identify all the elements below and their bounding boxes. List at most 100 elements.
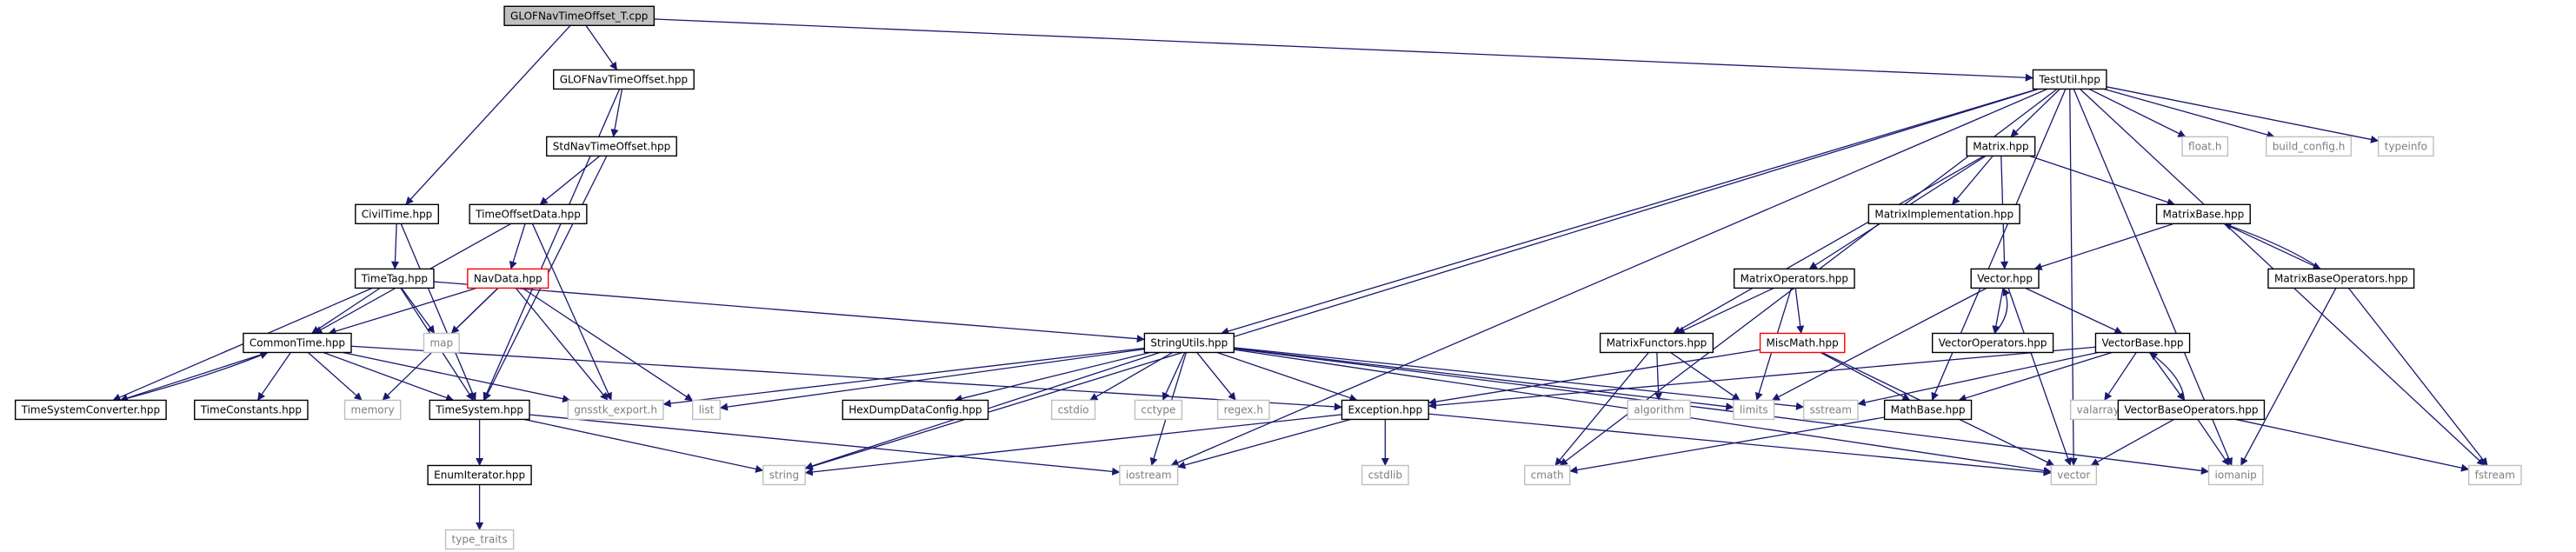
graph-node-tsconv[interactable]: TimeSystemConverter.hpp (14, 399, 167, 421)
edge-mathbase-to-cmath (1569, 416, 1885, 475)
node-box (1966, 136, 2036, 157)
graph-node-cstdlib: cstdlib (1361, 464, 1409, 486)
node-label: CommonTime.hpp (250, 336, 345, 349)
node-label: GLOFNavTimeOffset.hpp (560, 73, 688, 85)
node-box (444, 529, 515, 550)
node-label: type_traits (452, 534, 508, 546)
edge-matrix-to-matriximpl (1951, 155, 1994, 205)
node-label: StringUtils.hpp (1150, 336, 1228, 349)
edge-timetag-to-commontime (311, 287, 381, 335)
edge-timeoffsetdata-to-navdata (509, 223, 526, 269)
edge-matrixbase-to-vectorhpp (2034, 223, 2174, 271)
node-box (194, 399, 309, 421)
edge-stringutils-to-iomanip (1234, 348, 2209, 475)
graph-node-glofnto[interactable]: GLOFNavTimeOffset.hpp (553, 69, 695, 90)
node-label: cctype (1141, 403, 1175, 416)
graph-node-exception[interactable]: Exception.hpp (1341, 399, 1429, 421)
graph-node-commontime[interactable]: CommonTime.hpp (243, 332, 352, 354)
graph-node-timetag[interactable]: TimeTag.hpp (354, 268, 435, 289)
node-label: string (769, 469, 799, 481)
edge-timesystem-to-iostream (529, 414, 1121, 476)
graph-node-vectorhpp[interactable]: Vector.hpp (1970, 268, 2040, 289)
node-label: MiscMath.hpp (1767, 336, 1839, 349)
node-label: TimeConstants.hpp (200, 403, 302, 416)
node-label: regex.h (1224, 403, 1263, 416)
edge-matrix-to-matrixfunctors (1673, 155, 1985, 335)
node-label: TimeOffsetData.hpp (475, 208, 581, 220)
graph-node-timesystem[interactable]: TimeSystem.hpp (429, 399, 530, 421)
graph-node-testutil[interactable]: TestUtil.hpp (2032, 69, 2107, 90)
node-label: map (429, 336, 453, 349)
graph-node-timeconst[interactable]: TimeConstants.hpp (194, 399, 309, 421)
edge-matrixops-to-miscmath (1794, 288, 1805, 334)
graph-node-vectorbase[interactable]: VectorBase.hpp (2094, 332, 2191, 354)
node-box (2094, 332, 2191, 354)
node-label: CivilTime.hpp (362, 208, 433, 220)
graph-node-type-traits: type_traits (444, 529, 515, 550)
graph-node-vectorbaseops[interactable]: VectorBaseOperators.hpp (2117, 399, 2266, 421)
graph-node-matrixops[interactable]: MatrixOperators.hpp (1733, 268, 1855, 289)
node-label: VectorBaseOperators.hpp (2124, 403, 2258, 416)
graph-node-stringutils[interactable]: StringUtils.hpp (1143, 332, 1235, 354)
graph-node-matrix[interactable]: Matrix.hpp (1966, 136, 2036, 157)
edge-vectorhpp-to-vectorops (1992, 288, 2004, 334)
graph-node-miscmath[interactable]: MiscMath.hpp (1759, 332, 1846, 354)
node-box (1759, 332, 1846, 354)
edge-stringutils-to-hexdump (954, 351, 1150, 402)
node-label: Matrix.hpp (1973, 140, 2028, 152)
edge-stringutils-to-sstream (1234, 347, 1805, 410)
node-label: iostream (1126, 469, 1172, 481)
node-box (2050, 464, 2098, 486)
edge-glofnto-to-stdnto (610, 89, 623, 137)
node-label: MatrixBaseOperators.hpp (2274, 272, 2408, 284)
edge-tsconv-to-commontime (120, 351, 269, 402)
graph-node-matrixfunctors[interactable]: MatrixFunctors.hpp (1599, 332, 1714, 354)
edge-matrix-to-matrixbase (2029, 155, 2175, 206)
node-label: list (699, 403, 715, 416)
graph-node-timeoffsetdata[interactable]: TimeOffsetData.hpp (469, 203, 588, 225)
node-label: GLOFNavTimeOffset_T.cpp (510, 10, 648, 22)
node-label: valarray (2077, 403, 2120, 416)
graph-node-root[interactable]: GLOFNavTimeOffset_T.cpp (503, 5, 656, 26)
node-box (1050, 399, 1096, 421)
edge-civiltime-to-timetag (390, 223, 400, 269)
edge-vectorhpp-to-vector (2007, 288, 2072, 466)
edge-commontime-to-timesystem (323, 351, 455, 402)
graph-node-civiltime[interactable]: CivilTime.hpp (355, 203, 440, 225)
node-label: EnumIterator.hpp (434, 469, 525, 481)
node-label: Vector.hpp (1977, 272, 2033, 284)
graph-node-vector: vector (2050, 464, 2098, 486)
graph-node-iomanip: iomanip (2207, 464, 2264, 486)
edge-matrixbaseops-to-iomanip (2240, 288, 2337, 466)
node-label: TimeSystemConverter.hpp (21, 403, 160, 416)
edge-matrixbaseops-to-matrixbase (2223, 222, 2321, 269)
edge-matrixops-to-matrixfunctors (1676, 287, 1774, 335)
node-label: MatrixOperators.hpp (1741, 272, 1848, 284)
graph-node-matrixbase[interactable]: MatrixBase.hpp (2155, 203, 2251, 225)
edge-glofnto-to-timesystem (483, 89, 621, 401)
node-box (1867, 203, 2020, 225)
node-box (355, 203, 440, 225)
graph-node-navdata[interactable]: NavData.hpp (467, 268, 549, 289)
edge-stringutils-to-regex (1196, 352, 1236, 401)
graph-node-vectorops[interactable]: VectorOperators.hpp (1932, 332, 2054, 354)
graph-node-sstream: sstream (1802, 399, 1859, 421)
graph-node-enumiter[interactable]: EnumIterator.hpp (427, 464, 532, 486)
edge-layer (112, 18, 2488, 531)
node-box (2377, 136, 2434, 157)
graph-node-matriximpl[interactable]: MatrixImplementation.hpp (1867, 203, 2020, 225)
graph-node-matrixbaseops[interactable]: MatrixBaseOperators.hpp (2267, 268, 2415, 289)
node-box (2265, 136, 2353, 157)
graph-node-stdnto[interactable]: StdNavTimeOffset.hpp (546, 136, 677, 157)
node-box (343, 399, 402, 421)
node-label: MatrixBase.hpp (2163, 208, 2245, 220)
edge-miscmath-to-exception (1428, 349, 1761, 406)
node-box (1134, 399, 1183, 421)
graph-node-hexdump[interactable]: HexDumpDataConfig.hpp (842, 399, 989, 421)
edge-timetag-to-stringutils (433, 281, 1145, 343)
node-label: Exception.hpp (1348, 403, 1422, 416)
node-box (1216, 399, 1270, 421)
node-box (1932, 332, 2054, 354)
edge-exception-to-vector (1428, 413, 2052, 476)
graph-node-mathbase[interactable]: MathBase.hpp (1883, 399, 1973, 421)
